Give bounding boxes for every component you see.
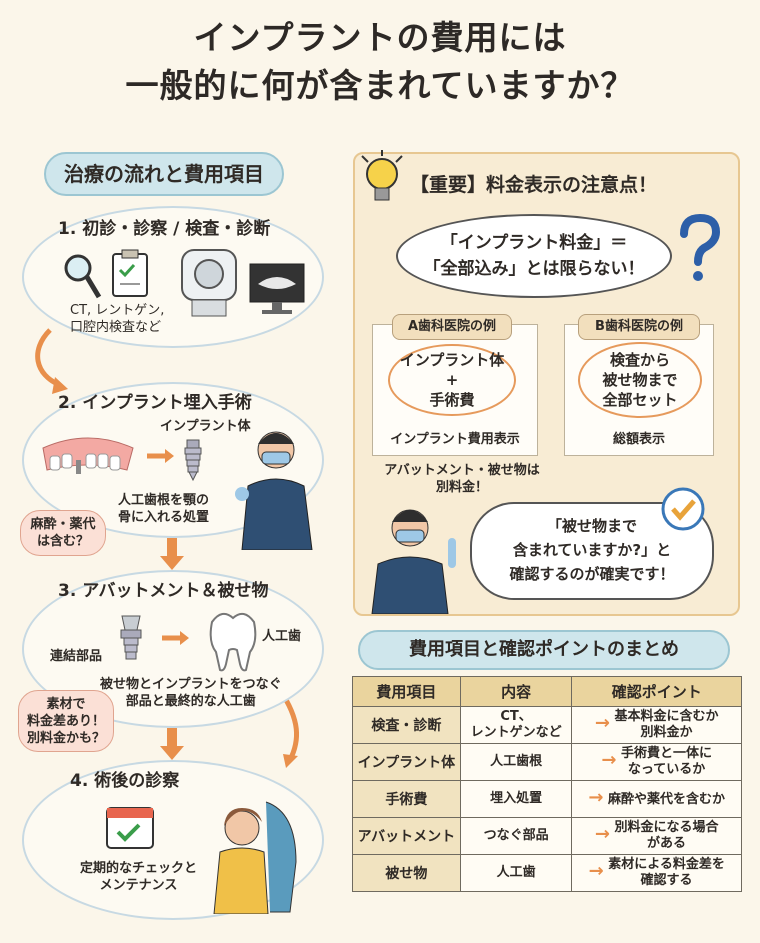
summary-heading: 費用項目と確認ポイントのまとめ — [358, 630, 730, 670]
crown-tooth-icon — [209, 612, 257, 672]
row-item: 被せ物 — [352, 854, 461, 892]
clinic-a-tag: A歯科医院の例 — [392, 314, 512, 340]
summary-table: 費用項目 内容 確認ポイント 検査・診断 CT、レントゲンなど → 基本料金に含… — [352, 676, 742, 892]
clinic-b-tag: B歯科医院の例 — [578, 314, 700, 340]
row-content: 埋入処置 — [459, 780, 573, 818]
clipboard-check-icon — [112, 249, 148, 297]
row-content: つなぐ部品 — [459, 817, 573, 855]
title-line-1: インプラントの費用には — [193, 18, 567, 57]
flow-heading: 治療の流れと費用項目 — [44, 152, 284, 196]
magnifier-icon — [64, 254, 102, 299]
dentist-icon — [235, 431, 313, 550]
clinic-a-ring: インプラント体 + 手術費 — [388, 344, 516, 416]
table-row: 手術費 埋入処置 → 麻酔や薬代を含むか — [352, 780, 742, 818]
ct-scanner-icon — [181, 249, 237, 317]
title-line-2: 一般的に何が含まれていますか？ — [125, 66, 635, 105]
arrow-icon: → — [588, 860, 604, 882]
step3-title: 3. アバットメント＆被せ物 — [58, 581, 269, 601]
gum-model-icon — [42, 437, 134, 474]
arrow-right-icon-2 — [162, 631, 189, 645]
page-title: インプラントの費用には 一般的に何が含まれていますか？ — [0, 14, 760, 110]
table-row: アバットメント つなぐ部品 → 別料金になる場合がある — [352, 817, 742, 855]
implant-screw-icon — [184, 439, 202, 482]
step1-title: 1. 初診・診察 / 検査・診断 — [58, 219, 271, 239]
part-label: 連結部品 — [50, 649, 103, 664]
table-header: 確認ポイント — [571, 676, 742, 707]
step2-desc: 人工歯根を顎の 骨に入れる処置 — [118, 493, 210, 525]
xray-monitor-icon — [249, 263, 305, 314]
dentist-icon-2 — [371, 509, 456, 614]
clinic-b-ring: 検査から 被せ物まで 全部セット — [578, 342, 702, 418]
clinic-a-caption: インプラント費用表示 — [390, 432, 520, 447]
arrow-icon: → — [601, 749, 617, 771]
row-content: 人工歯根 — [459, 743, 573, 781]
step4-desc: 定期的なチェックと メンテナンス — [80, 861, 198, 893]
patient-icon — [213, 801, 297, 914]
step1-desc: CT, レントゲン, 口腔内検査など — [70, 303, 165, 335]
row-content: 人工歯 — [459, 854, 573, 892]
lightbulb-icon — [361, 150, 403, 201]
row-point: → 別料金になる場合がある — [571, 817, 742, 855]
table-row: インプラント体 人工歯根 → 手術費と一体になっているか — [352, 743, 742, 781]
row-point: → 素材による料金差を確認する — [571, 854, 742, 892]
calendar-check-icon — [106, 807, 154, 849]
row-item: アバットメント — [352, 817, 461, 855]
crown-label: 人工歯 — [262, 629, 302, 644]
step3-desc: 被せ物とインプラントをつなぐ 部品と最終的な人工歯 — [100, 677, 282, 709]
clinic-b-caption: 総額表示 — [612, 432, 665, 447]
question-mark-icon — [680, 214, 721, 281]
table-header: 内容 — [459, 676, 573, 707]
step2-title: 2. インプラント埋入手術 — [58, 393, 252, 413]
row-item: インプラント体 — [352, 743, 461, 781]
row-item: 検査・診断 — [352, 706, 461, 744]
row-point: → 手術費と一体になっているか — [571, 743, 742, 781]
arrow-icon: → — [594, 712, 610, 734]
material-note: 素材で 料金差あり！ 別料金かも？ — [18, 690, 114, 752]
table-header-row: 費用項目 内容 確認ポイント — [352, 676, 742, 707]
row-item: 手術費 — [352, 780, 461, 818]
table-row: 被せ物 人工歯 → 素材による料金差を確認する — [352, 854, 742, 892]
implant-label: インプラント体 — [160, 419, 251, 434]
row-point: → 基本料金に含むか別料金か — [571, 706, 742, 744]
extra-fee-warning: アバットメント・被せ物は 別料金！ — [384, 463, 540, 495]
arrow-right-icon — [147, 449, 174, 463]
notice-title: 【重要】料金表示の注意点！ — [410, 174, 658, 196]
table-header: 費用項目 — [352, 676, 461, 707]
row-point: → 麻酔や薬代を含むか — [571, 780, 742, 818]
notice-cloud: 「インプラント料金」＝ 「全部込み」とは限らない！ — [396, 214, 672, 298]
check-circle-icon — [661, 487, 705, 531]
step4-title: 4. 術後の診察 — [70, 771, 180, 791]
abutment-icon — [120, 615, 142, 660]
row-content: CT、レントゲンなど — [459, 706, 573, 744]
anesthesia-note: 麻酔・薬代 は含む？ — [20, 510, 106, 556]
arrow-icon: → — [588, 787, 604, 808]
arrow-icon: → — [594, 823, 610, 845]
table-row: 検査・診断 CT、レントゲンなど → 基本料金に含むか別料金か — [352, 706, 742, 744]
